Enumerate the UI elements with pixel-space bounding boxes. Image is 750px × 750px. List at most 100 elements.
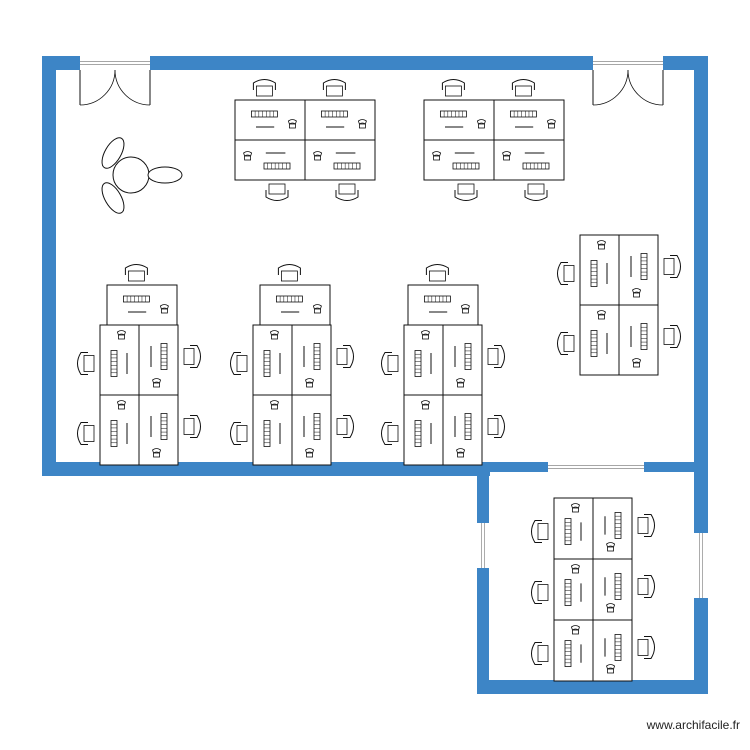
keyboard-icon xyxy=(640,323,648,350)
phone-icon xyxy=(596,310,606,316)
phone-icon xyxy=(598,244,605,250)
phone-icon xyxy=(152,448,162,454)
desk xyxy=(304,79,376,141)
desk xyxy=(531,497,594,560)
keyboard-icon xyxy=(439,110,467,118)
round-table xyxy=(112,156,150,194)
phone-icon xyxy=(118,404,125,410)
desk xyxy=(618,234,681,306)
desk xyxy=(304,139,376,201)
keyboard-icon xyxy=(640,253,648,280)
keyboard-icon xyxy=(564,518,572,545)
chair-seat xyxy=(444,85,462,97)
desk xyxy=(291,324,354,396)
keyboard-icon xyxy=(614,512,622,539)
wall xyxy=(694,56,708,476)
phone-icon xyxy=(116,330,126,336)
keyboard-icon xyxy=(614,634,622,661)
phone-icon xyxy=(357,119,367,125)
phone-icon xyxy=(633,362,640,368)
phone-icon xyxy=(269,330,279,336)
phone-icon xyxy=(633,292,640,298)
chair-seat xyxy=(428,270,446,282)
door-swing xyxy=(114,69,151,106)
keyboard-icon xyxy=(423,295,451,303)
phone-icon xyxy=(118,334,125,340)
opening xyxy=(694,533,708,598)
desk xyxy=(531,619,594,682)
phone-icon xyxy=(456,378,466,384)
chair-seat xyxy=(387,425,399,442)
phone-icon xyxy=(632,358,642,364)
phone-icon xyxy=(572,568,579,574)
desk xyxy=(423,79,495,141)
chair-seat xyxy=(236,355,248,372)
lounge-chair xyxy=(101,137,125,169)
keyboard-icon xyxy=(263,162,291,170)
desk xyxy=(557,234,620,306)
desk-top xyxy=(138,394,179,466)
phone-icon xyxy=(160,308,168,314)
doors xyxy=(79,69,664,106)
phone-icon xyxy=(305,378,315,384)
door-swing xyxy=(627,69,664,106)
phone-icon xyxy=(153,452,160,458)
keyboard-icon xyxy=(509,110,537,118)
chair-seat xyxy=(563,335,575,352)
phone-icon xyxy=(476,119,486,125)
desk xyxy=(531,558,594,621)
phone-icon xyxy=(305,448,315,454)
chair-seat xyxy=(83,355,95,372)
keyboard-icon xyxy=(333,162,361,170)
desk xyxy=(592,619,655,682)
phone-icon xyxy=(477,123,485,129)
phone-icon xyxy=(606,603,616,609)
keyboard-icon xyxy=(263,350,271,377)
chair-seat xyxy=(183,418,195,435)
chair-seat xyxy=(637,517,649,534)
phone-icon xyxy=(153,382,160,388)
phone-icon xyxy=(457,382,464,388)
phone-icon xyxy=(432,151,442,157)
phone-icon xyxy=(548,123,555,129)
desk xyxy=(381,324,444,396)
chair-seat xyxy=(487,348,499,365)
keyboard-icon xyxy=(250,110,278,118)
keyboard-icon xyxy=(590,260,598,287)
phone-icon xyxy=(420,330,430,336)
desk xyxy=(442,324,505,396)
desk xyxy=(77,324,140,396)
phone-icon xyxy=(271,404,278,410)
desk xyxy=(230,394,293,466)
phone-icon xyxy=(570,503,580,509)
desk xyxy=(381,394,444,466)
workstations xyxy=(77,79,681,682)
phone-icon xyxy=(313,308,321,314)
keyboard-icon xyxy=(275,295,303,303)
chair-seat xyxy=(487,418,499,435)
door-swing xyxy=(592,69,629,106)
chair-seat xyxy=(637,578,649,595)
double-door-icon xyxy=(592,69,664,106)
desk xyxy=(291,394,354,466)
chair-seat xyxy=(637,639,649,656)
desk xyxy=(592,558,655,621)
keyboard-icon xyxy=(564,579,572,606)
chair-seat xyxy=(127,270,145,282)
wall xyxy=(477,680,708,694)
phone-icon xyxy=(572,507,579,513)
lounge-area xyxy=(101,137,183,214)
chair-seat xyxy=(563,265,575,282)
desk xyxy=(407,264,479,326)
keyboard-icon xyxy=(464,343,472,370)
phone-icon xyxy=(460,304,470,310)
desk xyxy=(557,304,620,376)
desk xyxy=(138,324,201,396)
phone-icon xyxy=(461,308,469,314)
keyboard-icon xyxy=(414,420,422,447)
desk xyxy=(493,79,565,141)
phone-icon xyxy=(607,546,614,552)
phone-icon xyxy=(546,119,556,125)
keyboard-icon xyxy=(313,413,321,440)
